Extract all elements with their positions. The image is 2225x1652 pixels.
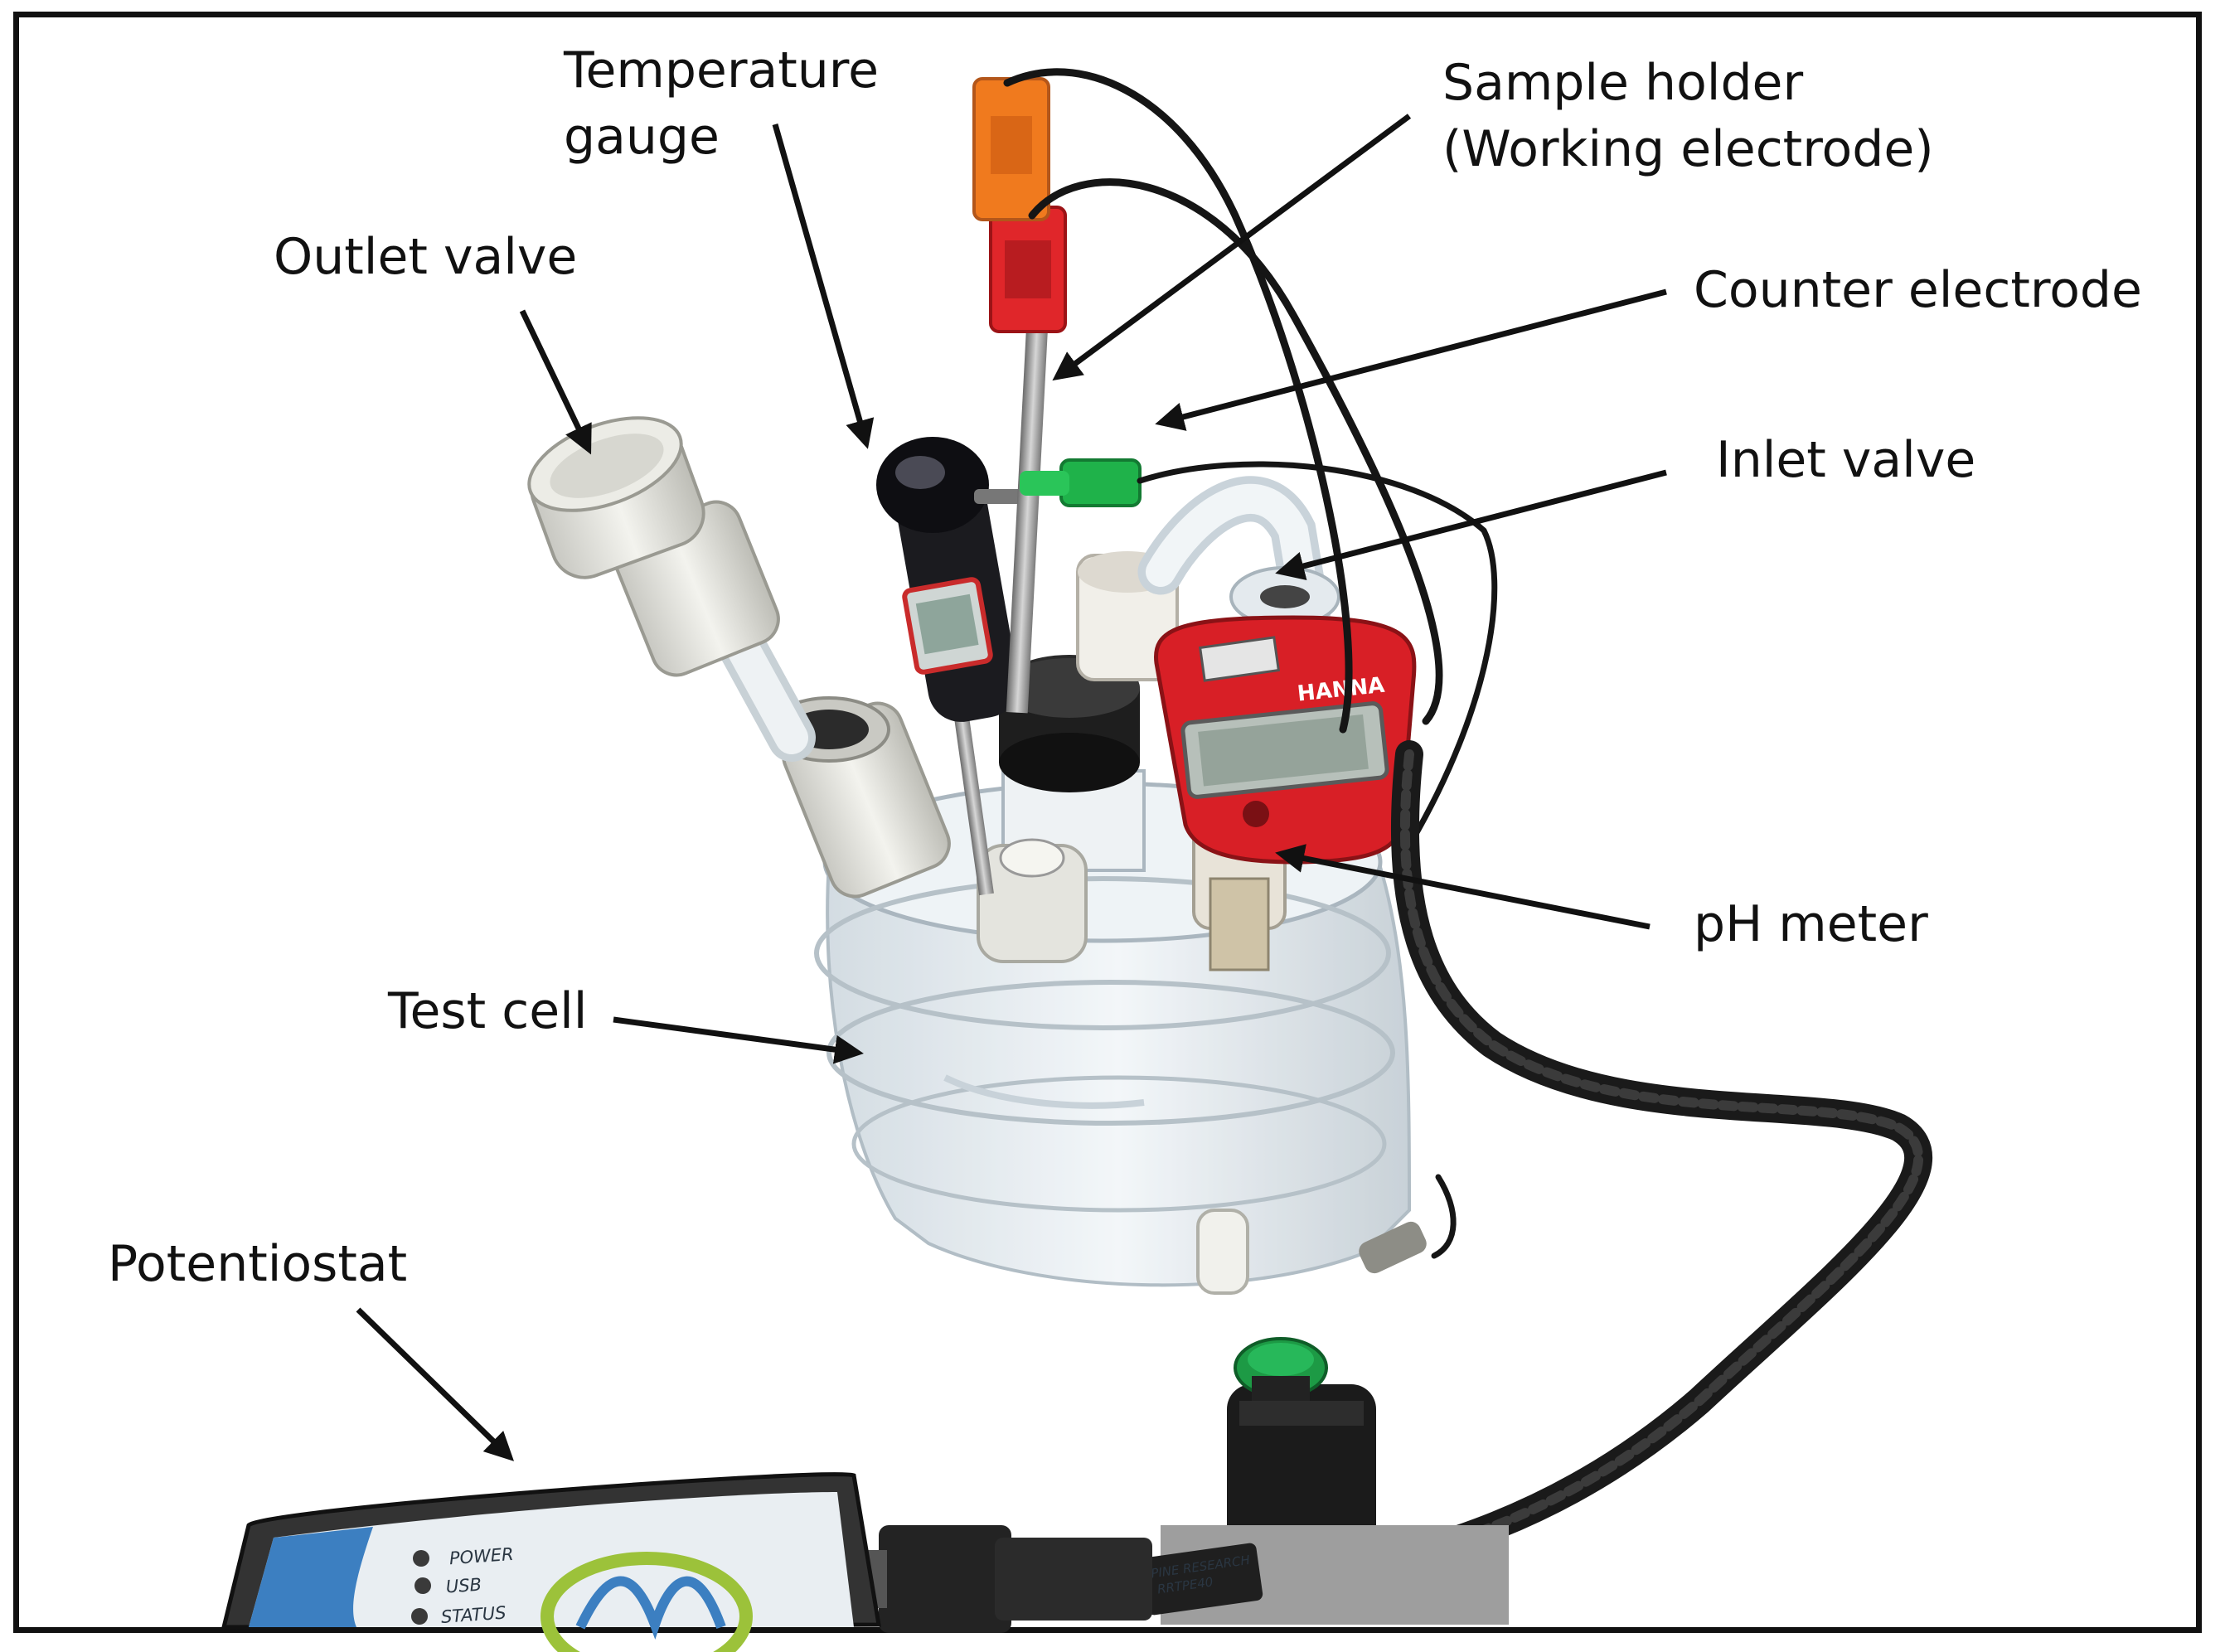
- status-led-label: STATUS: [440, 1603, 507, 1627]
- arrow-inlet-valve: [1275, 469, 1667, 580]
- potentiostat-label: Potentiostat: [108, 1235, 408, 1293]
- arrow-temperature-gauge: [772, 124, 875, 449]
- counter-electrode-label: Counter electrode: [1694, 261, 2142, 319]
- db-connector: [862, 1525, 1152, 1633]
- usb-led-label: USB: [445, 1575, 482, 1597]
- arrow-potentiostat: [356, 1307, 515, 1461]
- arrow-ph-meter: [1275, 844, 1651, 930]
- arrow-sample-holder: [1052, 114, 1412, 381]
- inlet-valve-label: Inlet valve: [1716, 431, 1976, 489]
- temperature-gauge-label: Temperature gauge: [564, 41, 880, 166]
- test-cell-label: Test cell: [388, 982, 588, 1040]
- cable-tag: PINE RESEARCH RRTPE40: [1141, 1543, 1263, 1616]
- arrow-counter-electrode: [1155, 288, 1667, 431]
- arrow-outlet-valve: [519, 309, 592, 455]
- inlet-valve: [1137, 476, 1340, 653]
- ph-meter-label: pH meter: [1694, 895, 1928, 953]
- cables: [1003, 68, 1932, 1593]
- potentiostat: POWER USB STATUS: [221, 1472, 881, 1652]
- arrow-test-cell: [613, 1016, 864, 1064]
- cable-connector-knob: [1227, 1337, 1376, 1550]
- front-port: [977, 838, 1088, 963]
- outlet-valve-label: Outlet valve: [274, 228, 578, 286]
- annotation-arrows: [356, 114, 1667, 1461]
- sample-holder-label: Sample holder (Working electrode): [1442, 54, 1934, 178]
- counter-electrode: [1020, 458, 1142, 507]
- power-led-label: POWER: [448, 1544, 514, 1568]
- temperature-gauge: [876, 437, 1032, 896]
